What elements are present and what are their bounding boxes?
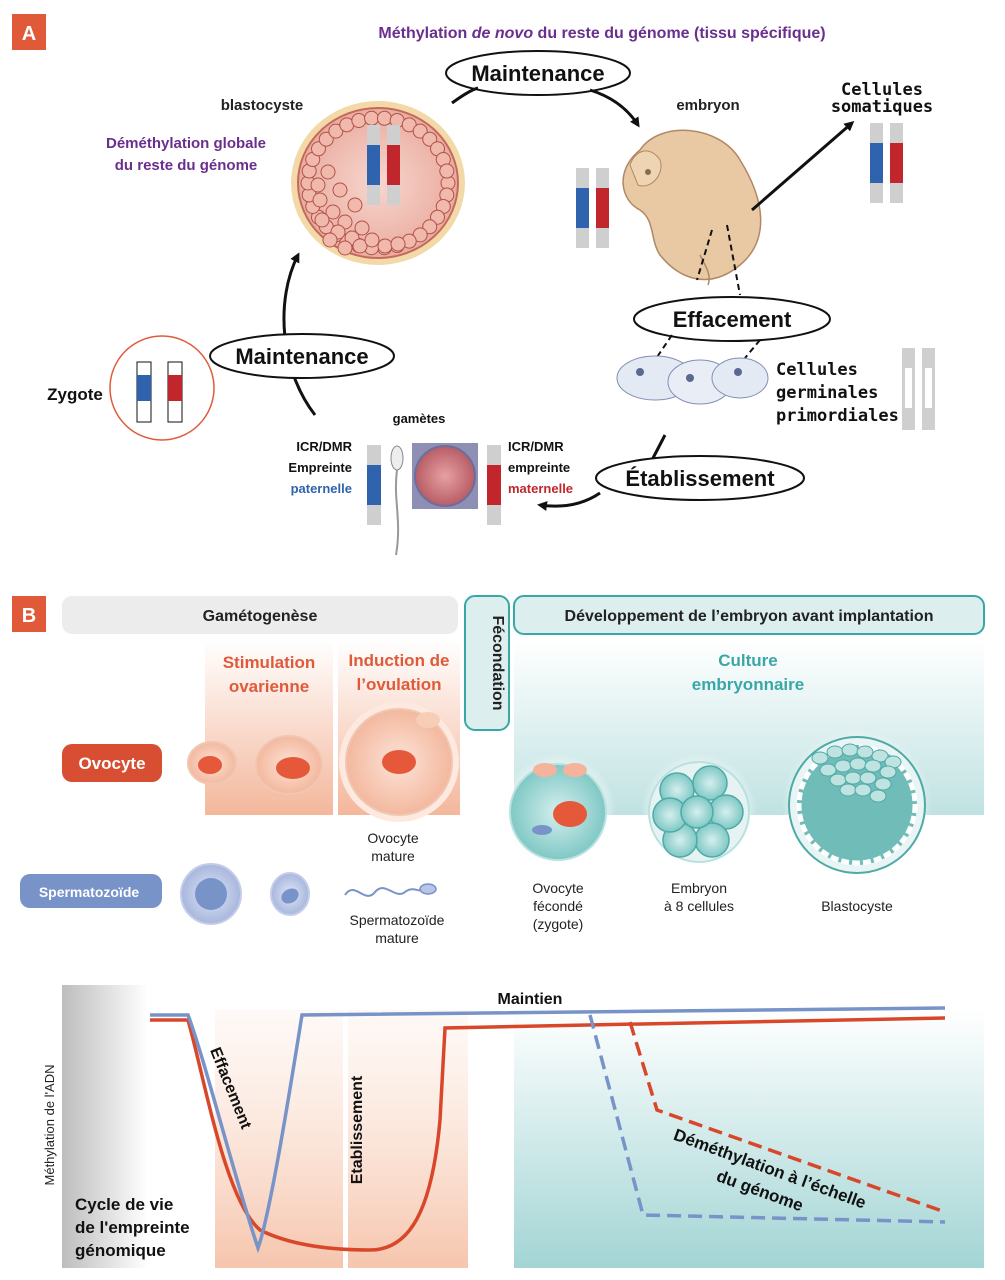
ovocyte-mature-line2: mature bbox=[371, 848, 415, 864]
blastocyst-cell bbox=[782, 730, 932, 880]
stimulation-line1: Stimulation bbox=[223, 653, 316, 672]
culture-line1: Culture bbox=[718, 651, 778, 670]
blastocyste-label: blastocyste bbox=[221, 97, 304, 114]
ovocyte-pill-label: Ovocyte bbox=[78, 754, 145, 773]
paternal-imprint-line2: Empreinte bbox=[288, 460, 352, 475]
oocyte-stage-1 bbox=[187, 741, 237, 785]
gametogenese-header bbox=[62, 596, 458, 634]
maternal-demethylation-dashed bbox=[628, 1021, 946, 1214]
oocyte-mature bbox=[339, 702, 459, 822]
developpement-header bbox=[513, 595, 985, 635]
zygote-cell-line1: Ovocyte bbox=[532, 880, 584, 896]
chart-cycle-line2: de l'empreinte bbox=[75, 1218, 190, 1237]
zygote-illustration bbox=[109, 335, 215, 441]
spermatocyte-stage-2 bbox=[270, 872, 310, 916]
de-novo-methylation-header: Méthylation de novo du reste du génome (… bbox=[378, 25, 825, 42]
spermatozoide-pill-label: Spermatozoïde bbox=[39, 884, 140, 900]
effacement-label: Effacement bbox=[673, 307, 792, 332]
chart-ylabel: Méthylation de l'ADN bbox=[42, 1065, 57, 1186]
maternal-imprint-line1: ICR/DMR bbox=[508, 439, 564, 454]
primordial-germ-cells-line1: Cellules bbox=[776, 360, 858, 380]
maintenance-left-ellipse bbox=[209, 333, 395, 379]
panel-b-badge bbox=[12, 596, 46, 632]
paternal-imprint-line3: paternelle bbox=[291, 481, 352, 496]
primordial-germ-cells-line3: primordiales bbox=[776, 406, 899, 426]
panel-b: B Gamétogenèse Fécondation Développement… bbox=[12, 595, 985, 946]
maternal-imprint-line2: empreinte bbox=[508, 460, 570, 475]
induction-line2: l’ovulation bbox=[357, 675, 442, 694]
spermatozoide-mature-line2: mature bbox=[375, 930, 419, 946]
panel-b-badge-label: B bbox=[22, 605, 36, 627]
embryon-label: embryon bbox=[676, 97, 739, 114]
primordial-germ-cells-line2: germinales bbox=[776, 383, 878, 403]
chart-teal-band bbox=[514, 1010, 984, 1268]
blastocyste-cell-label: Blastocyste bbox=[821, 898, 893, 914]
sperm-mature bbox=[344, 883, 437, 897]
gametogenese-label: Gamétogenèse bbox=[203, 608, 318, 625]
eight-cell-embryo-line1: Embryon bbox=[671, 880, 727, 896]
fecondation-label: Fécondation bbox=[489, 615, 506, 710]
panel-a-badge-label: A bbox=[22, 23, 36, 45]
chart-cycle-line3: génomique bbox=[75, 1241, 166, 1260]
maintenance-top-ellipse bbox=[445, 50, 631, 96]
chart-grey-band bbox=[62, 985, 148, 1268]
chart-effacement-band bbox=[215, 1010, 343, 1268]
zygote-label: Zygote bbox=[47, 385, 103, 404]
sperm-cell-illustration bbox=[390, 445, 404, 556]
chart-etablissement-label: Etablissement bbox=[349, 1075, 366, 1184]
primordial-germ-cells-illustration bbox=[616, 355, 769, 405]
blastocyst-illustration bbox=[291, 101, 465, 265]
zygote-cell-line2: fécondé bbox=[533, 898, 583, 914]
spermatozoide-mature-line1: Spermatozoïde bbox=[350, 912, 445, 928]
ovocyte-mature-line1: Ovocyte bbox=[367, 830, 419, 846]
developpement-label: Développement de l’embryon avant implant… bbox=[565, 608, 934, 625]
panel-a-badge bbox=[12, 14, 46, 50]
maintenance-top-label: Maintenance bbox=[471, 61, 604, 86]
paternal-curve bbox=[150, 1006, 946, 1254]
etablissement-label: Établissement bbox=[625, 466, 775, 491]
fecondation-header bbox=[464, 595, 510, 731]
gametes-label: gamètes bbox=[393, 411, 446, 426]
induction-line1: Induction de bbox=[348, 651, 449, 670]
ovocyte-pill bbox=[62, 744, 162, 782]
stimulation-line2: ovarienne bbox=[229, 677, 309, 696]
zygote-cell-line3: (zygote) bbox=[533, 916, 584, 932]
maintenance-left-label: Maintenance bbox=[235, 344, 368, 369]
etablissement-ellipse bbox=[595, 455, 805, 501]
oocyte-stage-2 bbox=[255, 735, 323, 795]
paternal-imprint-line1: ICR/DMR bbox=[296, 439, 352, 454]
egg-cell-illustration bbox=[412, 443, 478, 509]
somatic-cells-line1: Cellules bbox=[841, 80, 923, 100]
embryo-illustration bbox=[622, 129, 762, 286]
chart-etablissement-band bbox=[348, 1010, 468, 1268]
spermatozoide-pill bbox=[20, 874, 162, 908]
effacement-ellipse bbox=[633, 296, 831, 342]
demethylation-globale-line2: du reste du génome bbox=[115, 157, 258, 174]
spermatocyte-stage-1 bbox=[180, 863, 242, 925]
panel-a: A Méthylation de novo du reste du génome… bbox=[12, 14, 935, 556]
eight-cell-embryo bbox=[641, 754, 757, 870]
maternal-imprint-line3: maternelle bbox=[508, 481, 573, 496]
maternal-curve bbox=[150, 1016, 946, 1252]
chart-cycle-line1: Cycle de vie bbox=[75, 1195, 173, 1214]
methylation-chart: Méthylation de l'ADN Maintien Effacement… bbox=[42, 985, 984, 1268]
paternal-demethylation-dashed bbox=[588, 1014, 946, 1224]
demethylation-globale-line1: Déméthylation globale bbox=[106, 135, 266, 152]
eight-cell-embryo-line2: à 8 cellules bbox=[664, 898, 734, 914]
somatic-cells-line2: somatiques bbox=[831, 97, 933, 117]
chart-maintien-label: Maintien bbox=[498, 991, 563, 1008]
zygote-cell bbox=[500, 754, 616, 870]
culture-line2: embryonnaire bbox=[692, 675, 804, 694]
